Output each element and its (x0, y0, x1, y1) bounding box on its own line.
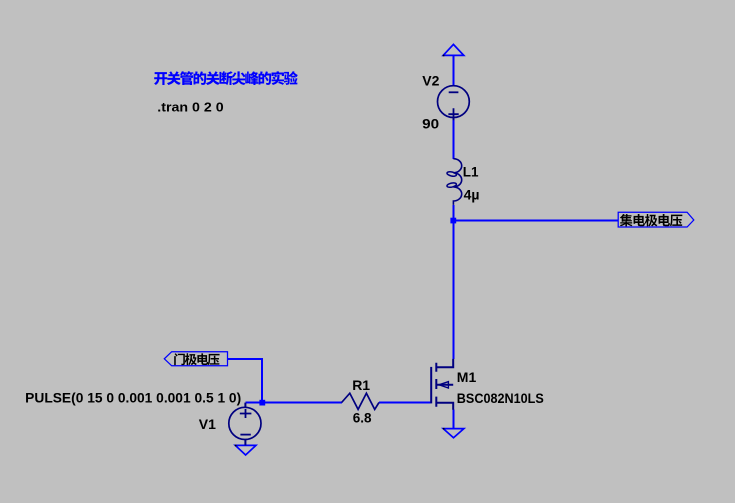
svg-text:R1: R1 (352, 377, 370, 393)
svg-text:4µ: 4µ (464, 187, 480, 203)
svg-text:V1: V1 (199, 416, 216, 432)
svg-text:M1: M1 (457, 369, 477, 385)
svg-text:PULSE(0 15 0 0.001 0.001 0.5 1: PULSE(0 15 0 0.001 0.001 0.5 1 0) (25, 390, 241, 405)
svg-text:L1: L1 (463, 165, 479, 180)
svg-text:.tran 0 2 0: .tran 0 2 0 (157, 99, 223, 114)
svg-text:6.8: 6.8 (353, 410, 372, 425)
svg-text:90: 90 (422, 116, 439, 132)
svg-text:V2: V2 (422, 72, 439, 88)
svg-text:BSC082N10LS: BSC082N10LS (457, 390, 544, 406)
